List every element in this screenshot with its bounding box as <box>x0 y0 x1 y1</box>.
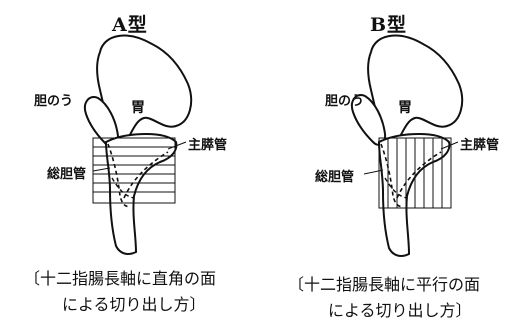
panel-b-caption-line1: 〔十二指腸長軸に平行の面 <box>288 271 480 295</box>
panel-a-caption-line2: による切り出し方〕 <box>62 291 206 315</box>
panel-b-label-stomach: 胃 <box>398 97 412 117</box>
panel-b-label-common-bile-duct: 総胆管 <box>315 166 354 185</box>
panel-a-label-stomach: 胃 <box>131 97 145 117</box>
panel-b-label-main-pancreatic-duct: 主膵管 <box>460 134 499 153</box>
panel-type-b: B型 胆のう 胃 主膵管 総胆管 〔十二指腸長軸に平行の面 <box>261 0 522 326</box>
panel-a-label-common-bile-duct: 総胆管 <box>47 163 86 182</box>
panel-b-caption-line2: による切り出し方〕 <box>328 297 472 321</box>
panel-type-a: A型 胆のう 胃 主膵管 総胆管 〔十二指腸長軸に直角の面 <box>0 0 261 326</box>
panel-a-label-main-pancreatic-duct: 主膵管 <box>188 134 227 153</box>
panel-a-label-gallbladder: 胆のう <box>34 90 73 109</box>
duodenum-outline <box>379 134 449 256</box>
duodenum-outline <box>106 134 176 254</box>
panel-b-label-gallbladder: 胆のう <box>325 90 364 109</box>
panel-a-caption-line1: 〔十二指腸長軸に直角の面 <box>24 265 216 289</box>
